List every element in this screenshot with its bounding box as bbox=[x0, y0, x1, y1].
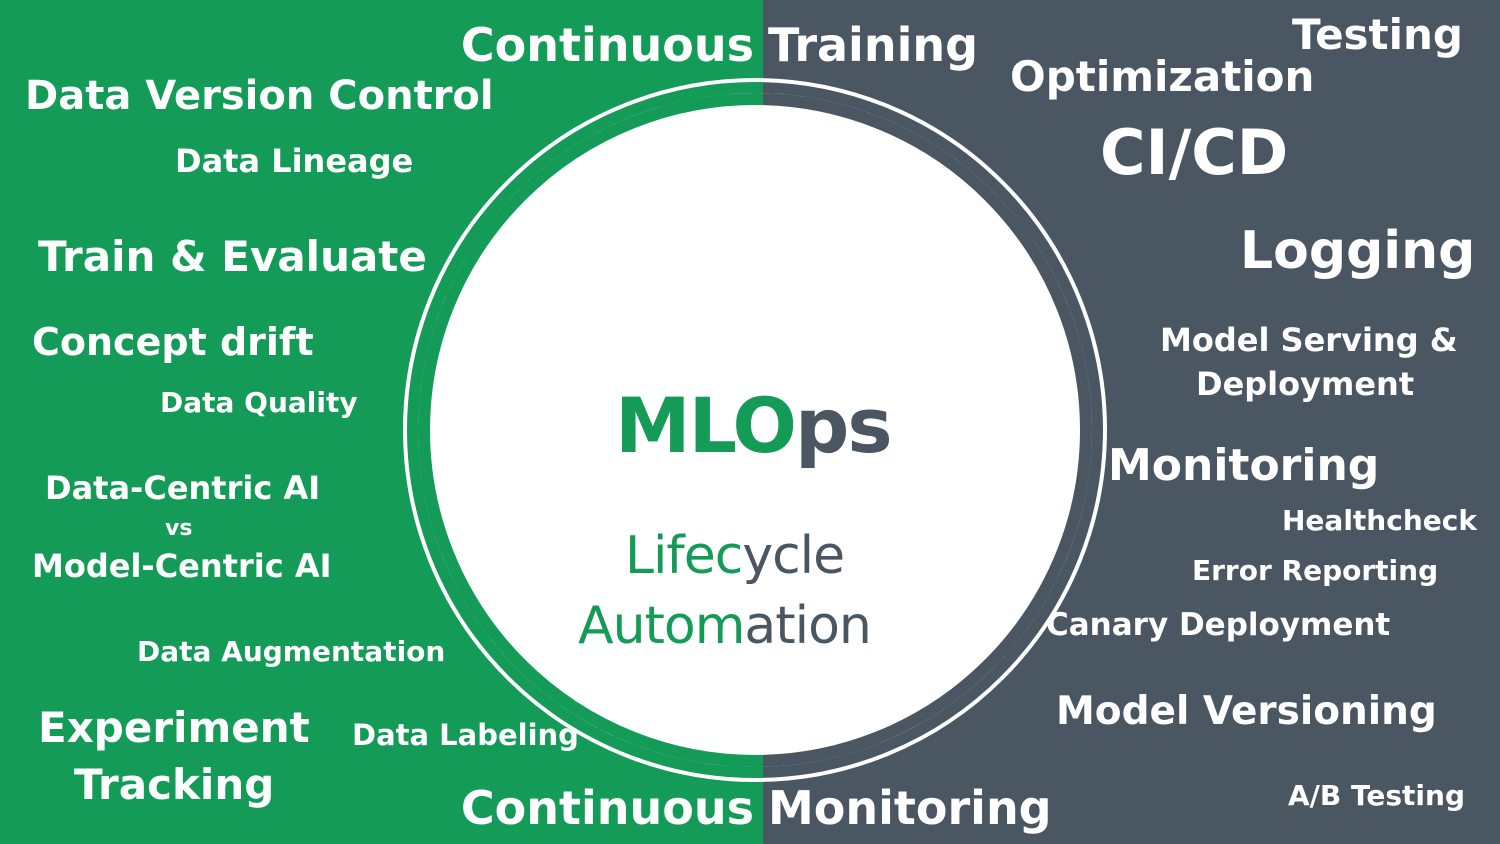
mlops-logo: MLOps bbox=[615, 388, 893, 464]
label-train-evaluate: Train & Evaluate bbox=[38, 232, 427, 281]
label-optimization: Optimization bbox=[1010, 52, 1315, 101]
label-canary-deployment: Canary Deployment bbox=[1046, 607, 1391, 643]
automation-green-part: Autom bbox=[578, 596, 745, 656]
label-healthcheck: Healthcheck bbox=[1282, 504, 1477, 537]
top-title-green: Continuous bbox=[460, 18, 754, 72]
label-logging: Logging bbox=[1240, 221, 1476, 281]
label-model-centric-ai: Model-Centric AI bbox=[32, 547, 332, 585]
automation-slate-part: ation bbox=[744, 596, 871, 656]
inner-ring-green bbox=[418, 93, 763, 767]
mlops-green-part: MLO bbox=[615, 381, 797, 470]
label-deployment: Deployment bbox=[1196, 365, 1415, 403]
label-testing: Testing bbox=[1292, 10, 1463, 59]
label-tracking: Tracking bbox=[74, 760, 275, 809]
lifecycle-green-part: Lifec bbox=[625, 526, 743, 586]
bottom-title-green: Continuous bbox=[460, 781, 754, 835]
mlops-slate-part: ps bbox=[794, 381, 893, 470]
center-disc bbox=[418, 93, 1092, 767]
label-error-reporting: Error Reporting bbox=[1192, 554, 1439, 587]
lifecycle-text: Lifecycle bbox=[625, 530, 845, 582]
outer-ring bbox=[403, 78, 1107, 782]
label-ci-cd: CI/CD bbox=[1100, 116, 1289, 189]
lifecycle-slate-part: ycle bbox=[742, 526, 845, 586]
label-monitoring: Monitoring bbox=[1108, 440, 1380, 491]
inner-ring-slate bbox=[763, 93, 1092, 767]
top-title-slate: Training bbox=[768, 18, 979, 72]
automation-text: Automation bbox=[578, 600, 872, 652]
label-model-versioning: Model Versioning bbox=[1056, 689, 1437, 734]
label-data-labeling: Data Labeling bbox=[352, 718, 579, 752]
label-model-serving: Model Serving & bbox=[1160, 321, 1458, 359]
label-ab-testing: A/B Testing bbox=[1288, 779, 1465, 812]
bottom-title-slate: Monitoring bbox=[768, 781, 1052, 835]
label-experiment: Experiment bbox=[38, 703, 310, 752]
label-data-version-control: Data Version Control bbox=[25, 73, 494, 119]
label-data-quality: Data Quality bbox=[160, 386, 358, 419]
label-concept-drift: Concept drift bbox=[32, 320, 314, 364]
label-vs: vs bbox=[165, 516, 193, 541]
label-data-centric-ai: Data-Centric AI bbox=[45, 469, 321, 507]
label-data-augmentation: Data Augmentation bbox=[137, 635, 446, 668]
label-data-lineage: Data Lineage bbox=[175, 142, 414, 180]
